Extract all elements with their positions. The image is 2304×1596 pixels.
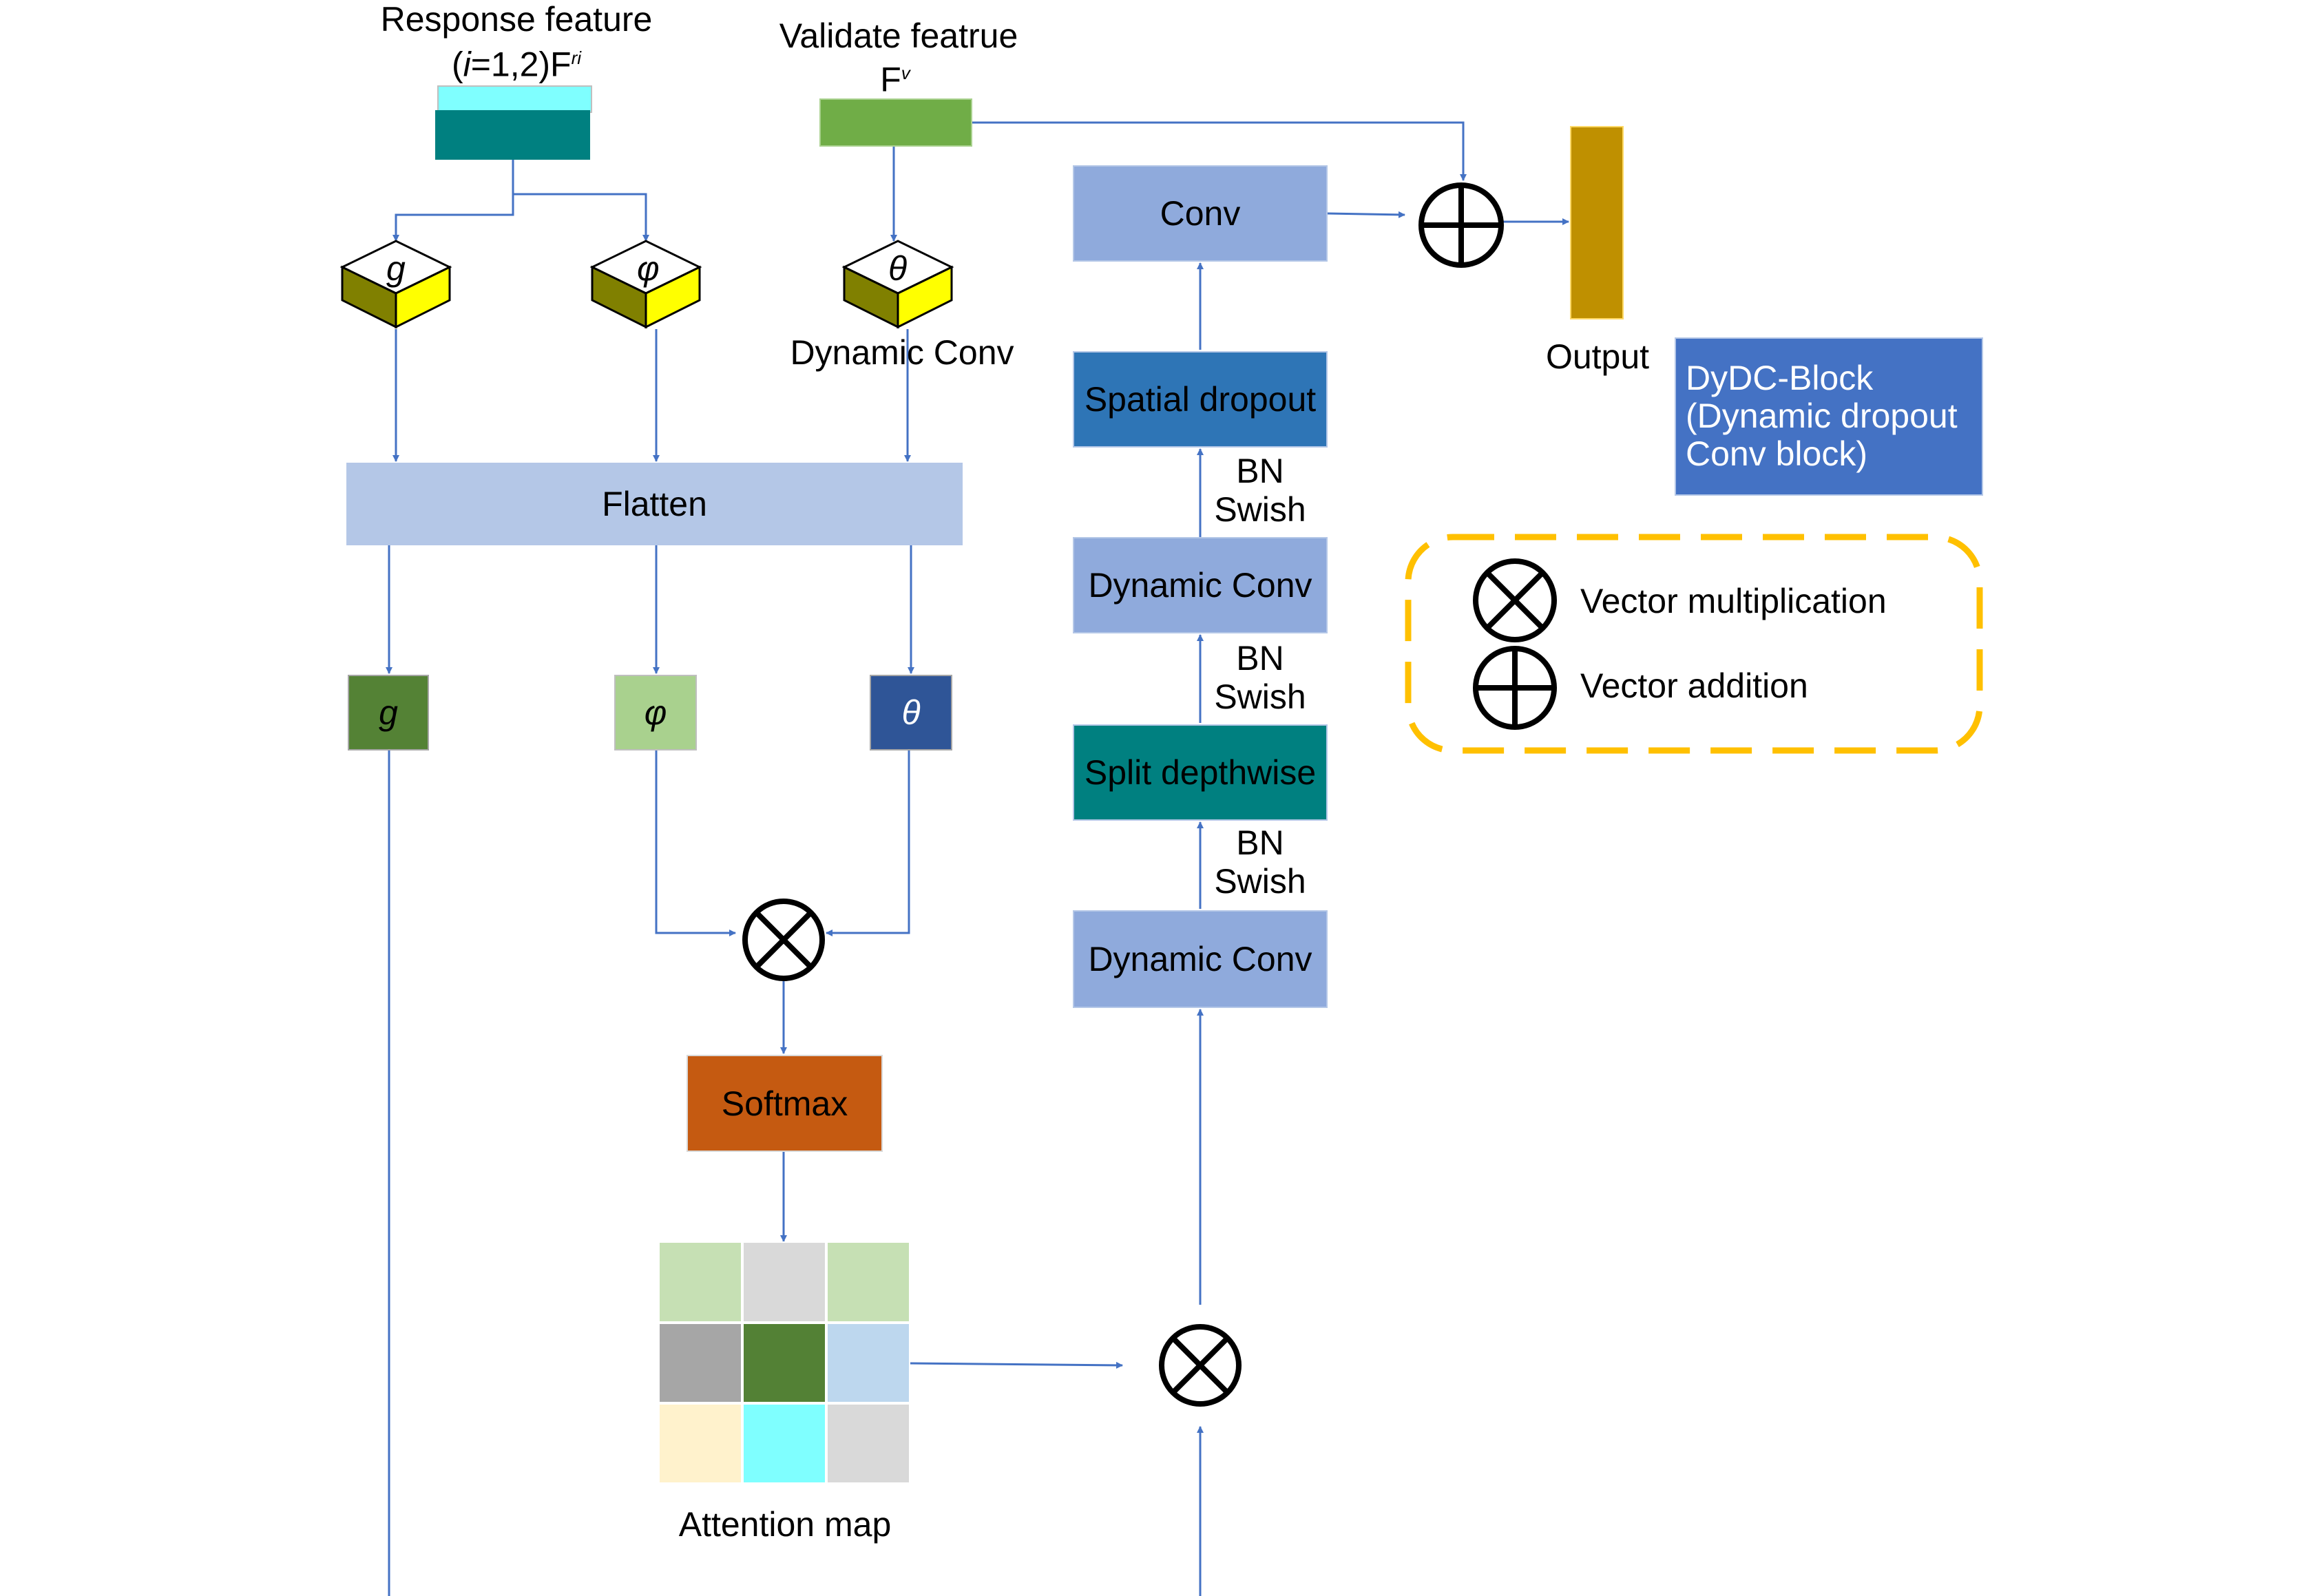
attention-cell [742,1323,826,1403]
validate-sub-sup: v [901,63,910,83]
block-title-line: Conv block) [1686,434,1867,473]
bn-label: BN [1236,823,1284,862]
swish-label: Swish [1214,862,1306,901]
attention-cell [826,1323,910,1403]
arrow-validate-to-add [972,121,1467,181]
validate-feature-block [819,98,972,147]
dynamic-conv-top-block: Dynamic Conv [1073,537,1328,633]
response-sub-index: i [463,45,471,84]
block-title-line: (Dynamic dropout [1686,397,1958,435]
flatten-block: Flatten [346,463,963,545]
vector-multiply-icon [1159,1324,1242,1407]
legend-add-icon [1473,646,1557,730]
softmax-block: Softmax [687,1055,883,1152]
g-cube-label: g [386,249,406,288]
output-block [1570,126,1624,319]
legend-multiply-label: Vector multiplication [1580,582,1887,620]
conv-block: Conv [1073,165,1328,262]
response-feature-top [437,85,592,113]
arrow-response-to-phi [513,193,649,242]
validate-feature-subtitle: Fv [854,54,936,99]
block-title-line: DyDC-Block [1686,359,1874,397]
split-depthwise-block: Split depthwise [1073,724,1328,821]
output-label: Output [1545,337,1650,376]
response-feature-subtitle: (i=1,2)Fri [406,39,627,84]
response-sub-sup: ri [571,48,582,68]
attention-cell [742,1241,826,1323]
phi-projection-cube [589,240,702,329]
arrow-attention-to-mult [908,1361,1123,1369]
response-feature-title: Response feature [380,0,653,39]
vector-add-icon [1418,182,1504,268]
swish-label: Swish [1214,490,1306,529]
g-output-block: g [348,675,429,750]
phi-output-block: φ [614,675,697,750]
attention-cell [658,1403,742,1484]
theta-projection-cube [841,240,954,329]
attention-cell [658,1323,742,1403]
bn-label: BN [1236,639,1284,678]
attention-cell [826,1403,910,1484]
theta-output-block: θ [870,675,952,750]
legend-add-label: Vector addition [1580,666,1808,705]
arrow-theta-to-mult [826,750,910,936]
legend-multiply-icon [1473,558,1557,642]
arrow-conv-to-add [1327,211,1405,218]
theta-cube-label: θ [888,249,908,288]
spatial-dropout-block: Spatial dropout [1073,351,1328,448]
attention-map-label: Attention map [678,1505,892,1544]
response-feature-block [435,110,590,160]
theta-dynamic-conv-label: Dynamic Conv [790,333,1014,372]
phi-cube-label: φ [637,249,660,288]
validate-sub: F [880,60,901,99]
arrow-response-to-g [392,160,514,242]
swish-label: Swish [1214,678,1306,716]
arrow-g-to-mult-loop [388,750,1204,1596]
arrow-phi-to-mult [655,750,736,936]
dydc-block-title: DyDC-Block (Dynamic dropout Conv block) [1675,337,1983,496]
vector-multiply-icon [742,899,825,981]
bn-label: BN [1236,452,1284,490]
response-sub-mid: =1,2)F [470,45,572,84]
validate-feature-title: Validate featrue [779,17,1018,55]
attention-map-grid [658,1241,910,1484]
g-projection-cube [339,240,452,329]
attention-cell [826,1241,910,1323]
attention-cell [658,1241,742,1323]
attention-cell [742,1403,826,1484]
response-sub-prefix: ( [451,45,463,84]
dynamic-conv-bottom-block: Dynamic Conv [1073,910,1328,1008]
